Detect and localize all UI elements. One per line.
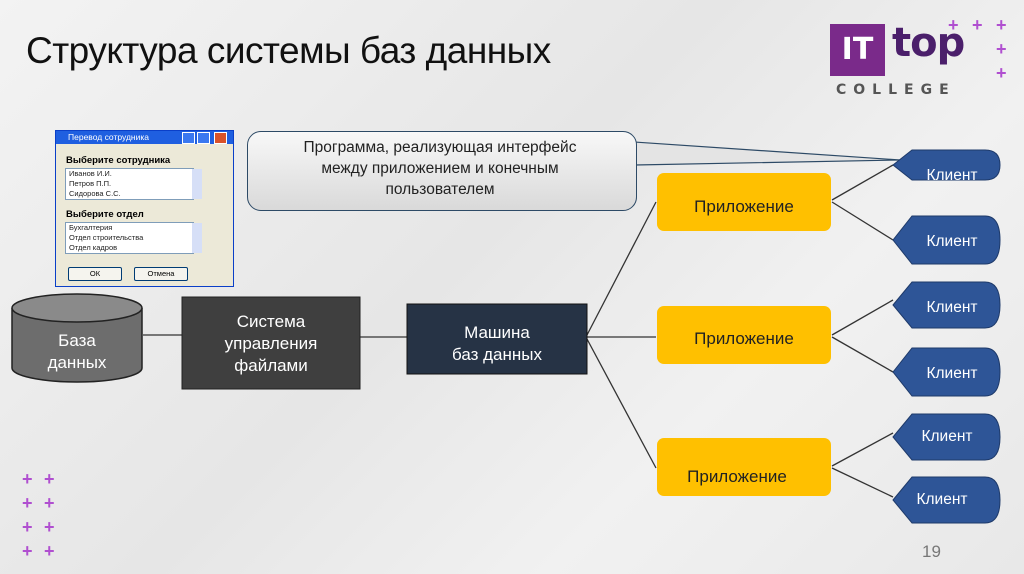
application-label-1: Приложение — [694, 197, 794, 216]
application-block-1 — [657, 173, 831, 231]
callout-box — [247, 131, 637, 211]
callout-line-2: между приложением и конечным — [321, 160, 559, 177]
application-block-3 — [657, 438, 831, 496]
client-label-2: Клиент — [926, 233, 978, 250]
connector-app3-client6 — [831, 467, 894, 498]
plus-decor-icon: + — [44, 541, 55, 561]
client-shape-2 — [892, 215, 1001, 265]
plus-decor-icon: + — [948, 15, 959, 35]
plus-decor-icon: + — [22, 469, 33, 489]
callout-line-1: Программа, реализующая интерфейс — [303, 139, 577, 156]
client-shape-3 — [892, 281, 1001, 329]
maximize-icon[interactable] — [197, 132, 210, 144]
employee-transfer-dialog: Перевод сотрудника Выберите сотрудника И… — [55, 130, 234, 287]
employee-item[interactable]: Сидорова С.С. — [69, 189, 121, 198]
employee-item[interactable]: Иванов И.И. — [69, 169, 112, 178]
connector-app1-client1 — [831, 164, 894, 201]
connector-machine-app1 — [586, 201, 657, 336]
database-line-1: База — [58, 331, 96, 350]
client-shape-6 — [892, 476, 1001, 524]
database-line-2: данных — [47, 353, 107, 372]
db-machine-line-1: Машина — [464, 323, 530, 342]
client-shape-1 — [892, 149, 1001, 181]
db-machine-label: Машина баз данных — [407, 322, 587, 366]
department-item[interactable]: Бухгалтерия — [69, 223, 113, 232]
plus-decor-icon: + — [44, 493, 55, 513]
plus-decor-icon: + — [996, 39, 1007, 59]
database-cylinder-top — [11, 293, 143, 323]
file-system-line-2: управления — [224, 334, 318, 353]
plus-decor-icon: + — [972, 15, 983, 35]
client-label-3: Клиент — [926, 299, 978, 316]
connector-app1-client2 — [831, 201, 894, 241]
callout-pointer — [633, 141, 901, 166]
connector-machine-app3 — [586, 338, 657, 469]
department-item[interactable]: Отдел кадров — [69, 243, 118, 252]
close-icon[interactable] — [214, 132, 227, 144]
employee-listbox[interactable]: Иванов И.И. Петров П.П. Сидорова С.С. — [65, 168, 202, 200]
file-system-label: Система управления файлами — [182, 311, 360, 377]
file-system-line-1: Система — [236, 312, 306, 331]
file-system-block — [181, 296, 361, 390]
dialog-titlebar: Перевод сотрудника — [56, 131, 233, 144]
employee-label: Выберите сотрудника — [66, 155, 171, 166]
department-item[interactable]: Отдел строительства — [69, 233, 144, 242]
department-scrollbar[interactable] — [192, 223, 202, 253]
department-label: Выберите отдел — [66, 209, 144, 220]
dialog-title: Перевод сотрудника — [68, 132, 149, 142]
plus-decor-icon: + — [44, 517, 55, 537]
minimize-icon[interactable] — [182, 132, 195, 144]
logo-top-word: top — [892, 20, 965, 66]
cancel-button[interactable]: Отмена — [134, 267, 188, 281]
connector-app2-client4 — [831, 336, 894, 373]
client-label-1: Клиент — [926, 167, 978, 184]
application-label-2: Приложение — [694, 329, 794, 348]
application-label-3: Приложение — [687, 467, 787, 486]
plus-decor-icon: + — [22, 493, 33, 513]
db-machine-line-2: баз данных — [452, 345, 542, 364]
db-machine-block — [406, 303, 588, 375]
ok-button[interactable]: ОК — [68, 267, 122, 281]
plus-decor-icon: + — [996, 63, 1007, 83]
logo-college-word: COLLEGE — [836, 82, 956, 98]
plus-decor-icon: + — [22, 541, 33, 561]
employee-scrollbar[interactable] — [192, 169, 202, 199]
employee-item[interactable]: Петров П.П. — [69, 179, 112, 188]
plus-decor-icon: + — [22, 517, 33, 537]
application-block-2 — [657, 306, 831, 364]
database-cylinder-body — [11, 308, 143, 383]
callout-line-3: пользователем — [385, 181, 495, 198]
client-shape-4 — [892, 347, 1001, 397]
client-shape-5 — [892, 413, 1001, 461]
client-label-4: Клиент — [926, 365, 978, 382]
plus-decor-icon: + — [44, 469, 55, 489]
connector-app3-client5 — [831, 432, 894, 467]
slide-title: Структура системы баз данных — [26, 30, 551, 71]
department-listbox[interactable]: Бухгалтерия Отдел строительства Отдел ка… — [65, 222, 202, 254]
logo-it-mark: IT — [830, 24, 885, 76]
connector-app2-client3 — [831, 299, 894, 336]
callout-text: Программа, реализующая интерфейс между п… — [260, 137, 620, 200]
plus-decor-icon: + — [996, 15, 1007, 35]
file-system-line-3: файлами — [234, 356, 308, 375]
database-label: База данных — [12, 330, 142, 374]
client-label-6: Клиент — [916, 491, 968, 508]
page-number: 19 — [922, 542, 941, 561]
client-label-5: Клиент — [921, 428, 973, 445]
